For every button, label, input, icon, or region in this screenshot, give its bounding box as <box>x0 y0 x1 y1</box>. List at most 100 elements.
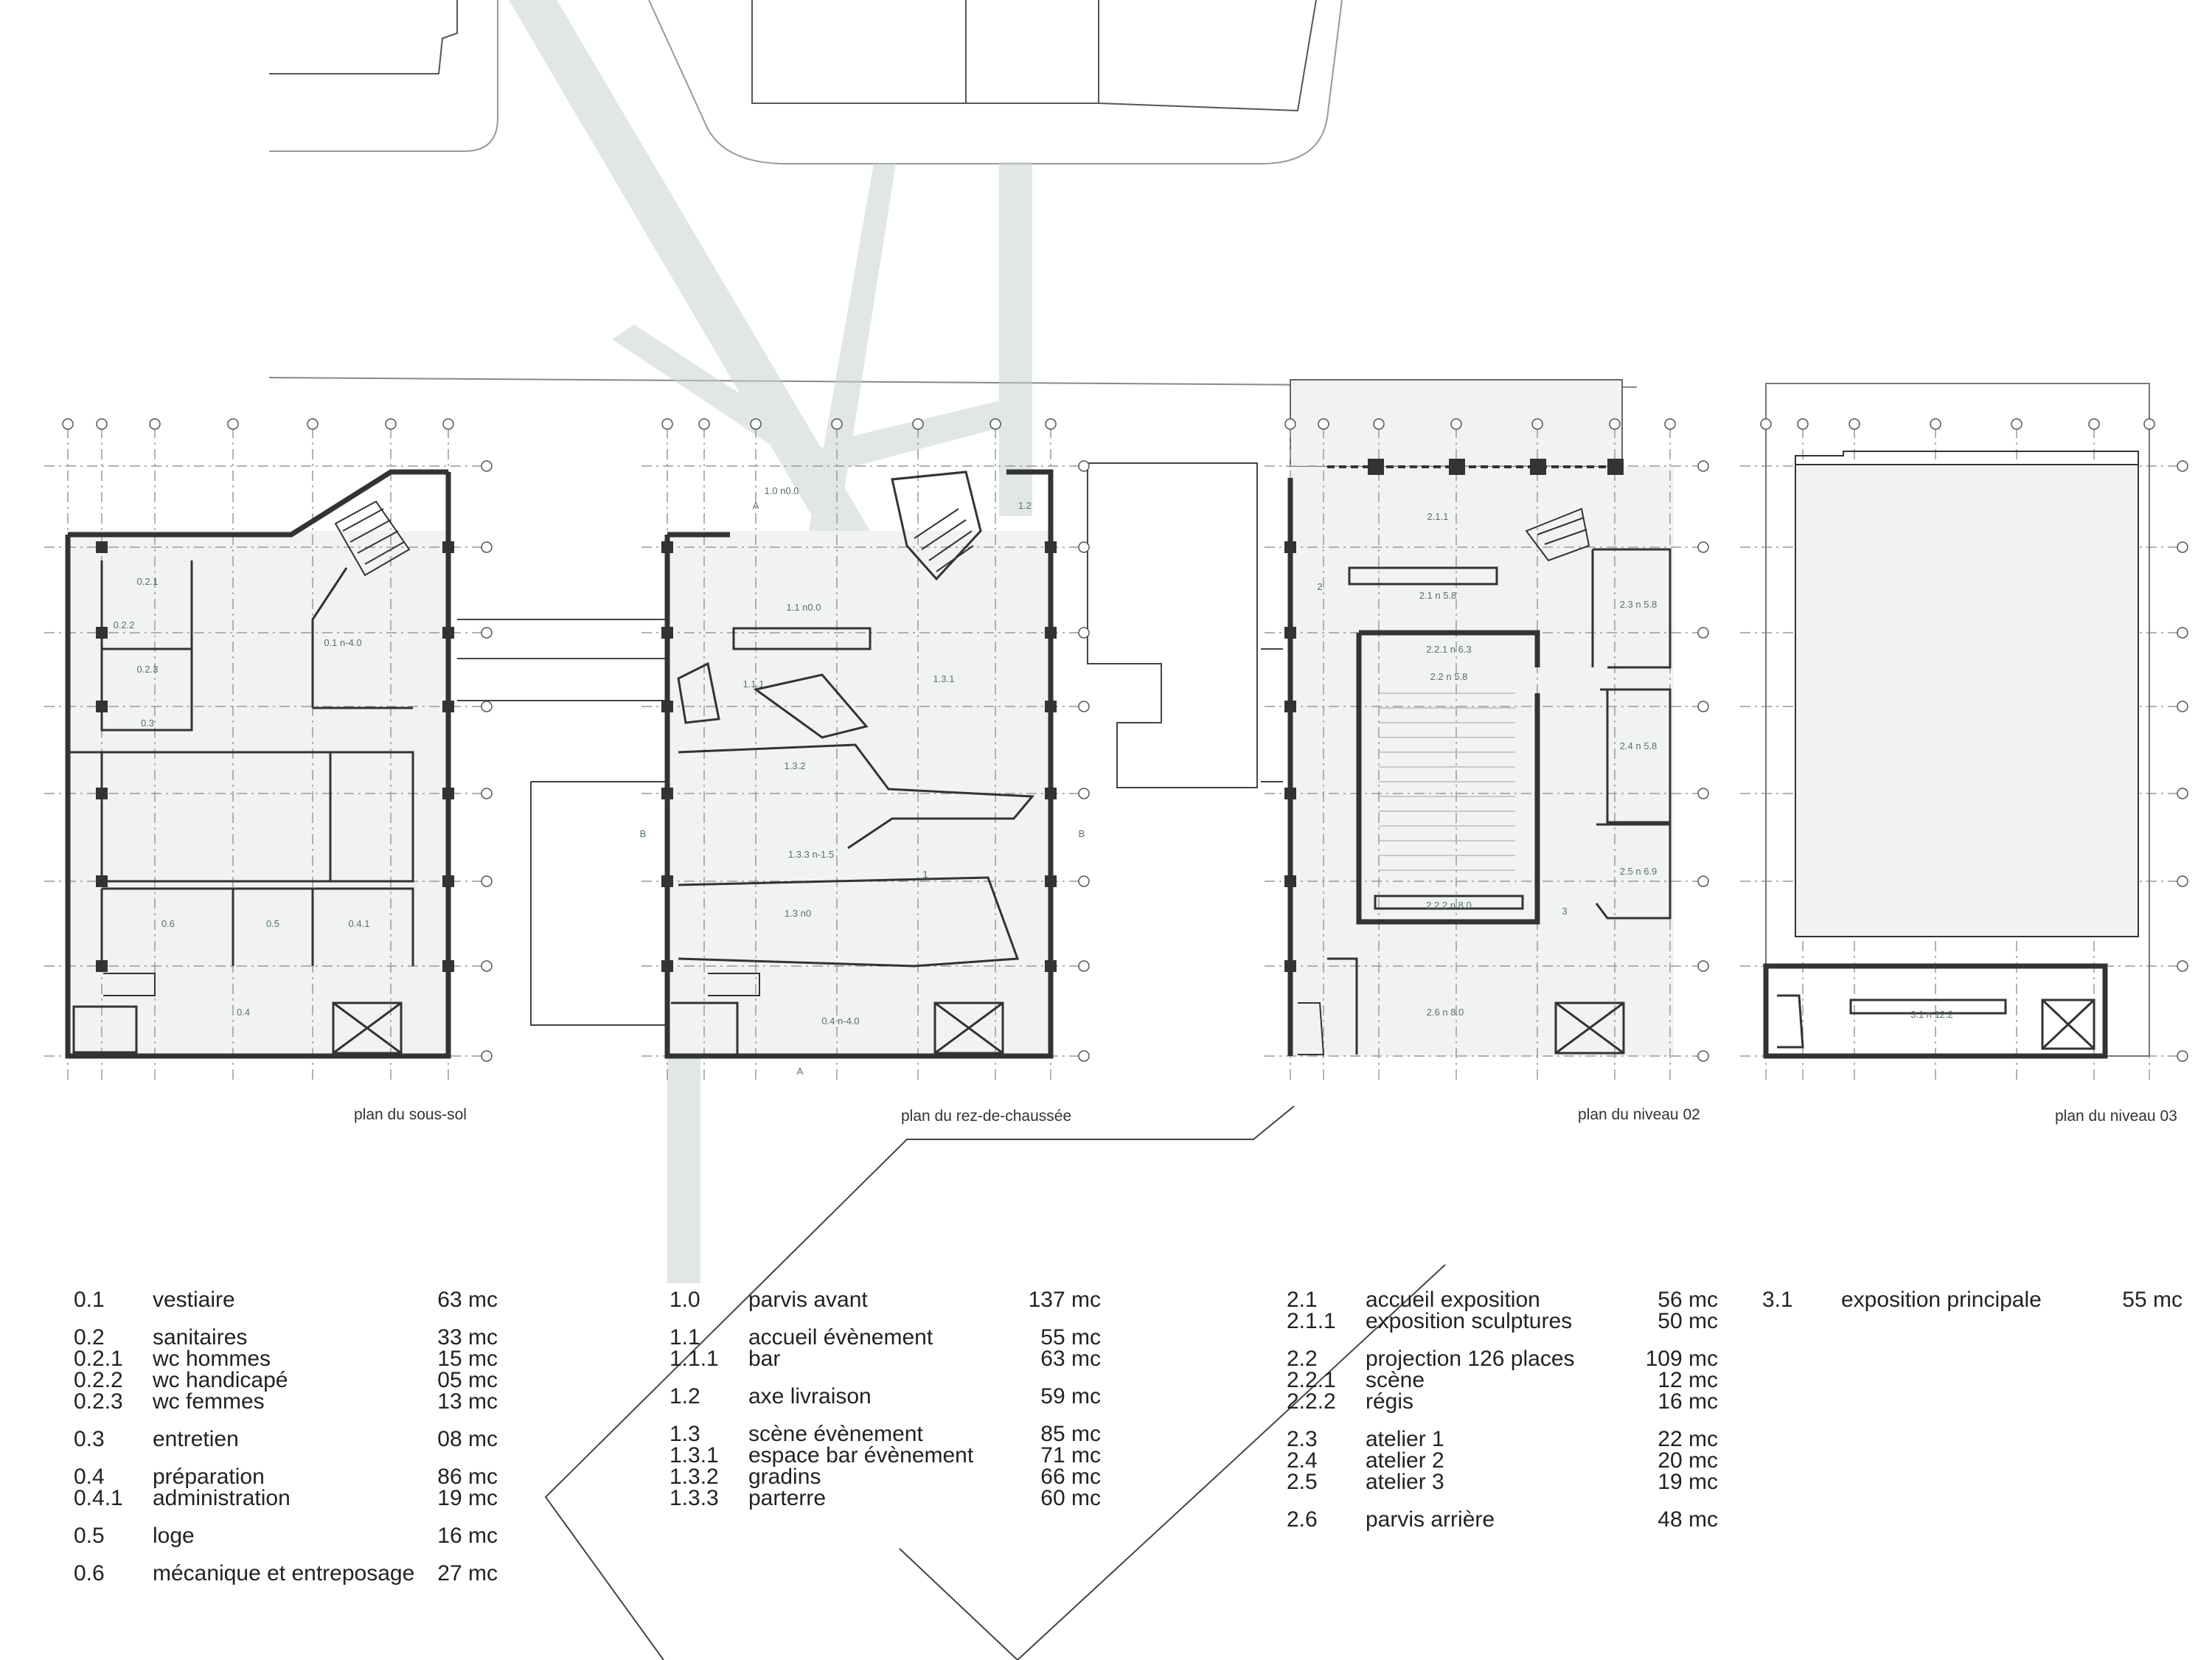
room-label: 1.3.2 <box>785 760 806 771</box>
room-code: 1.2 <box>669 1384 700 1409</box>
room-code: 0.3 <box>74 1427 105 1451</box>
neighbour-building-outline <box>269 0 458 74</box>
room-label: 2.4 n 5.8 <box>1620 740 1658 751</box>
room-area: 109 mc <box>1645 1347 1718 1371</box>
room-name: accueil évènement <box>748 1325 933 1350</box>
room-code: 1.3 <box>669 1422 700 1446</box>
grid-bubbles <box>1760 418 2188 1062</box>
room-code: 2.3 <box>1287 1427 1318 1451</box>
room-label: 1.0 n0.0 <box>765 485 799 496</box>
room-area: 19 mc <box>437 1486 498 1510</box>
plan-marker: 2 <box>1317 581 1322 592</box>
columns <box>96 541 454 972</box>
room-labels: 3.1 n 12.2 <box>1910 1009 1953 1020</box>
site-context <box>268 0 1638 388</box>
plan-marker: 1 <box>922 869 928 880</box>
room-area: 05 mc <box>437 1368 498 1392</box>
room-name: régis <box>1366 1389 1414 1414</box>
room-name: administration <box>153 1486 291 1510</box>
plan-caption: plan du sous-sol <box>354 1106 467 1123</box>
floor-slab <box>1290 467 1674 1056</box>
partitions <box>68 560 414 1055</box>
room-code: 3.1 <box>1762 1288 1793 1312</box>
plan-caption: plan du niveau 02 <box>1578 1106 1700 1123</box>
room-label: 0.6 <box>161 918 175 929</box>
neighbour-building-outline <box>751 0 1317 112</box>
room-code: 0.2.2 <box>74 1368 123 1392</box>
connector-line <box>1087 462 1258 788</box>
connector-line <box>544 1105 1295 1660</box>
room-label: 1.3.1 <box>933 673 955 684</box>
plan-marker: B <box>1079 828 1085 839</box>
room-code: 0.4.1 <box>74 1486 123 1510</box>
room-area: 60 mc <box>1040 1486 1101 1510</box>
grid-bubbles <box>62 418 493 1062</box>
grid-bubbles <box>661 418 1090 1062</box>
room-area: 48 mc <box>1658 1507 1718 1532</box>
room-name: vestiaire <box>153 1288 235 1312</box>
room-code: 1.3.1 <box>669 1443 719 1468</box>
room-code: 2.2.1 <box>1287 1368 1336 1392</box>
plan-caption: plan du rez-de-chaussée <box>901 1108 1072 1125</box>
room-label: 2.1 n 5.8 <box>1419 590 1457 601</box>
axis-band <box>509 0 870 546</box>
room-name: entretien <box>153 1427 239 1451</box>
room-label: 1.2 <box>1018 500 1032 511</box>
stair <box>708 508 974 996</box>
partitions <box>1777 994 2096 1050</box>
room-label: 1.1.1 <box>743 678 765 690</box>
roof-edge <box>1795 451 2139 465</box>
room-area: 86 mc <box>437 1465 498 1489</box>
room-code: 2.2.2 <box>1287 1389 1336 1414</box>
room-area: 22 mc <box>1658 1427 1718 1451</box>
legend-column: 1.0 parvis avant 137 mc 1.1 accueil évènemen… <box>669 1289 1101 1525</box>
room-area: 56 mc <box>1658 1288 1718 1312</box>
walls <box>65 469 451 1059</box>
plan-marker: B <box>640 828 647 839</box>
room-label: 1.3 n0 <box>785 908 811 919</box>
room-label: 2.6 n 8.0 <box>1427 1007 1464 1018</box>
room-code: 1.3.2 <box>669 1465 719 1489</box>
site-axis-bands <box>509 0 1032 1283</box>
room-code: 0.4 <box>74 1465 105 1489</box>
room-label: 0.2.2 <box>114 619 135 631</box>
room-area: 63 mc <box>1040 1347 1101 1371</box>
axis-band <box>612 324 826 472</box>
room-code: 0.6 <box>74 1561 105 1586</box>
grid-lines <box>1265 428 1703 1084</box>
legend-row: 1.0 parvis avant 137 mc <box>669 1288 1101 1312</box>
room-name: exposition sculptures <box>1366 1309 1573 1333</box>
room-code: 1.0 <box>669 1288 700 1312</box>
room-label: 2.1.1 <box>1427 511 1449 522</box>
room-area: 137 mc <box>1028 1288 1101 1312</box>
room-name: parvis avant <box>748 1288 868 1312</box>
room-area: 33 mc <box>437 1325 498 1350</box>
room-name: parterre <box>748 1486 827 1510</box>
room-name: projection 126 places <box>1366 1347 1575 1371</box>
room-code: 1.1 <box>669 1325 700 1350</box>
room-area: 50 mc <box>1658 1309 1718 1333</box>
room-area: 20 mc <box>1658 1448 1718 1473</box>
room-label: 0.5 <box>266 918 279 929</box>
